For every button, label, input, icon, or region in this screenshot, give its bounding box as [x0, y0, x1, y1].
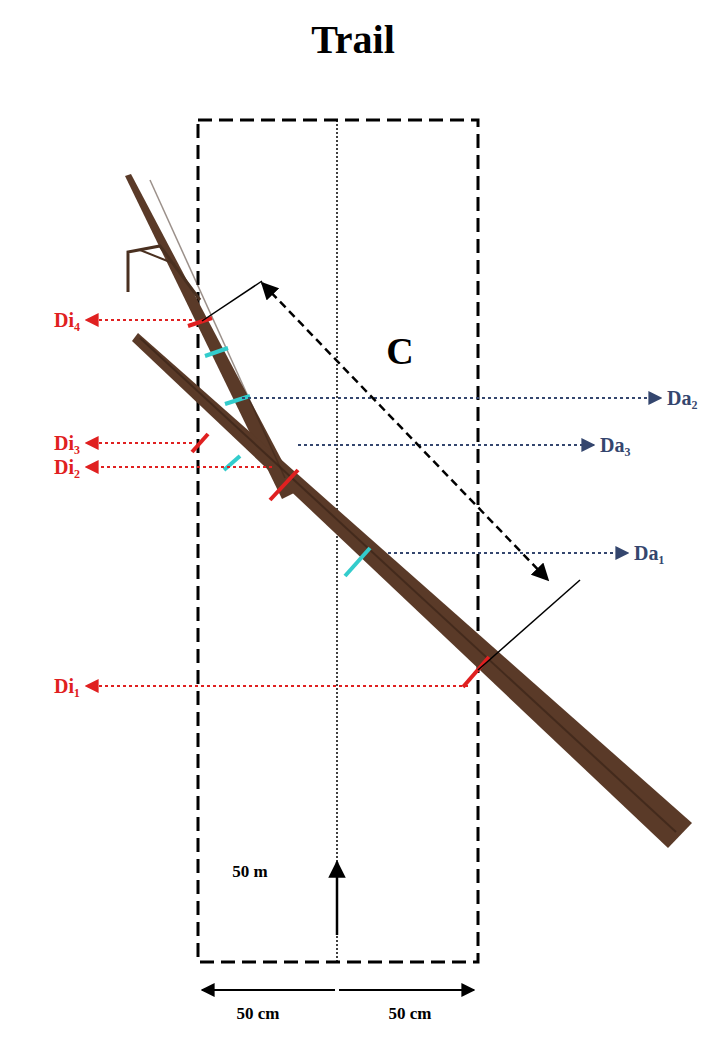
- width-dimension: 50 cm: [389, 1005, 432, 1024]
- length-dimension: [202, 281, 580, 670]
- intersect-label: Di₂: [54, 456, 80, 478]
- walk-direction-arrow: [336, 862, 339, 935]
- intersect-label: Di₄: [54, 309, 80, 331]
- intersect-label: Di₁: [54, 675, 80, 697]
- diameter-leaders: [242, 398, 661, 553]
- diameter-label: Da₂: [667, 387, 697, 409]
- fallen-log: [125, 174, 692, 848]
- diameter-label: Da₃: [600, 434, 630, 456]
- centre-line: [336, 120, 338, 962]
- transect-border: [198, 120, 478, 962]
- intersect-marks: [188, 318, 489, 687]
- diagram-title: Trail: [311, 18, 395, 62]
- length-label: C: [386, 331, 413, 373]
- width-arrow: [339, 989, 474, 991]
- diameter-label: Da₁: [634, 542, 664, 564]
- diameter-marks: [205, 348, 370, 576]
- width-dimension: 50 cm: [237, 1005, 280, 1024]
- intersect-label: Di₃: [54, 432, 80, 454]
- length-dimension: 50 m: [232, 863, 267, 882]
- width-arrow: [202, 989, 335, 991]
- intersect-leaders: [86, 320, 468, 686]
